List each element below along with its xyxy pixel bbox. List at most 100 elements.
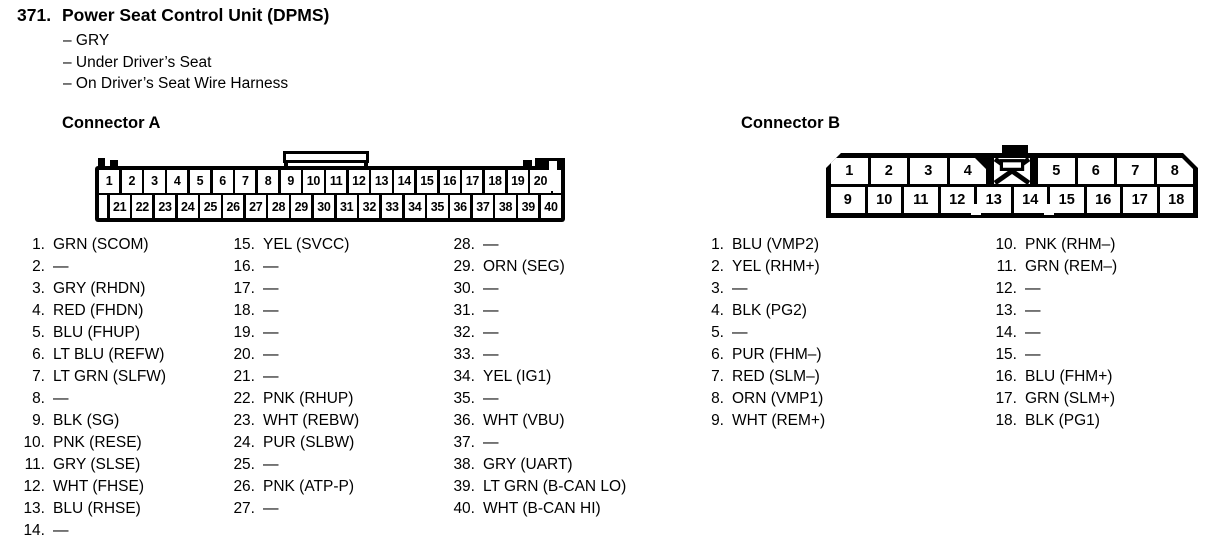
connector-a-latch-bar	[283, 151, 369, 163]
pin-row: 33. —	[448, 344, 626, 366]
connector-b-pin-cell: 18	[1160, 187, 1194, 213]
pin-number: 21.	[233, 368, 255, 385]
pin-wire-label: YEL (IG1)	[483, 368, 552, 385]
pin-row: 10. PNK (RESE)	[18, 432, 166, 454]
connector-b-heading: Connector B	[741, 114, 840, 132]
pin-row: 3. GRY (RHDN)	[18, 278, 166, 300]
pin-number: 20.	[233, 346, 255, 363]
pin-wire-label: —	[732, 280, 748, 297]
pin-row: 5. —	[697, 322, 825, 344]
connector-b-pin-cell: 16	[1087, 187, 1121, 213]
connector-b-pin-cell: 11	[904, 187, 938, 213]
pin-number: 22.	[233, 390, 255, 407]
pin-wire-label: —	[263, 368, 279, 385]
connector-a-pin-cell: 13	[371, 169, 392, 193]
connector-a-left-bump	[110, 160, 118, 168]
pin-wire-label: YEL (RHM+)	[732, 258, 820, 275]
connector-a-pin-cell: 35	[427, 195, 448, 218]
pin-number: 15.	[233, 236, 255, 253]
pin-row: 30. —	[448, 278, 626, 300]
pin-wire-label: RED (FHDN)	[53, 302, 144, 319]
connector-a-latch-post-left	[284, 161, 288, 168]
pin-wire-label: —	[1025, 302, 1041, 319]
pin-wire-label: —	[483, 302, 499, 319]
connector-b-pin-cell: 14	[1014, 187, 1048, 213]
pin-wire-label: WHT (VBU)	[483, 412, 565, 429]
pin-number: 2.	[711, 258, 724, 275]
pin-number: 35.	[453, 390, 475, 407]
pin-wire-label: —	[263, 258, 279, 275]
pin-row: 13. —	[990, 300, 1117, 322]
pin-row: 15. —	[990, 344, 1117, 366]
pin-row: 9. WHT (REM+)	[697, 410, 825, 432]
pin-wire-label: GRY (UART)	[483, 456, 573, 473]
pin-row: 4. RED (FHDN)	[18, 300, 166, 322]
pin-number: 13.	[995, 302, 1017, 319]
connector-b-pin-list-col1: 1. BLU (VMP2) 2. YEL (RHM+) 3. — 4. BLK …	[697, 234, 825, 432]
pin-wire-label: —	[263, 302, 279, 319]
pin-row: 39. LT GRN (B-CAN LO)	[448, 476, 626, 498]
pin-row: 12. —	[990, 278, 1117, 300]
detail-line: – GRY	[63, 32, 110, 49]
pin-number: 7.	[711, 368, 724, 385]
pin-number: 5.	[32, 324, 45, 341]
connector-a-pin-cell: 25	[200, 195, 221, 218]
pin-wire-label: —	[1025, 280, 1041, 297]
pin-wire-label: —	[263, 346, 279, 363]
pin-wire-label: PNK (RESE)	[53, 434, 142, 451]
pin-row: 24. PUR (SLBW)	[228, 432, 359, 454]
pin-row: 5. BLU (FHUP)	[18, 322, 166, 344]
pin-row: 8. ORN (VMP1)	[697, 388, 825, 410]
pin-row: 2. YEL (RHM+)	[697, 256, 825, 278]
connector-b-pin-cell: 3	[910, 158, 947, 184]
pin-row: 12. WHT (FHSE)	[18, 476, 166, 498]
pin-row: 15. YEL (SVCC)	[228, 234, 359, 256]
pin-number: 33.	[453, 346, 475, 363]
connector-a-pin-cell: 34	[404, 195, 425, 218]
connector-b-pin-cell: 5	[1038, 158, 1075, 184]
connector-a-right-slot	[549, 161, 557, 191]
connector-a-pin-cell: 31	[336, 195, 357, 218]
pin-number: 34.	[453, 368, 475, 385]
pin-row: 14. —	[18, 520, 166, 542]
pin-number: 4.	[711, 302, 724, 319]
pin-number: 3.	[32, 280, 45, 297]
pin-number: 29.	[453, 258, 475, 275]
pin-wire-label: —	[1025, 346, 1041, 363]
pin-number: 11.	[996, 258, 1017, 275]
connector-a-pin-cell: 16	[439, 169, 460, 193]
pin-row: 19. —	[228, 322, 359, 344]
pin-row: 11. GRN (REM–)	[990, 256, 1118, 278]
connector-a-pin-cell: 2	[121, 169, 142, 193]
page-title: Power Seat Control Unit (DPMS)	[62, 5, 330, 25]
pin-wire-label: —	[483, 236, 499, 253]
pin-number: 27.	[233, 500, 255, 517]
connector-a-left-post	[98, 158, 105, 168]
pin-row: 1. GRN (SCOM)	[18, 234, 166, 256]
pin-number: 1.	[32, 236, 45, 253]
connector-b-pin-cell: 4	[950, 158, 987, 184]
pin-number: 3.	[711, 280, 724, 297]
connector-b-pin-cell: 13	[977, 187, 1011, 213]
connector-a-pin-cell: 28	[268, 195, 289, 218]
pin-wire-label: —	[53, 522, 69, 539]
pin-number: 36.	[453, 412, 475, 429]
connector-b-pin-cell: 17	[1123, 187, 1157, 213]
detail-line: – Under Driver’s Seat	[63, 53, 212, 71]
pin-number: 12.	[23, 478, 45, 495]
pin-number: 25.	[233, 456, 255, 473]
pin-row: 6. PUR (FHM–)	[697, 344, 825, 366]
pin-row: 40. WHT (B-CAN HI)	[448, 498, 626, 520]
pin-wire-label: PNK (ATP-P)	[263, 478, 354, 495]
connector-b-keyway-cell	[994, 158, 1030, 184]
connector-a-pin-list-col2: 15. YEL (SVCC) 16. — 17. — 18. — 19. —	[228, 234, 359, 520]
pin-number: 11.	[24, 456, 45, 473]
pin-row: 1. BLU (VMP2)	[697, 234, 825, 256]
connector-a-pin-cell: 22	[132, 195, 153, 218]
